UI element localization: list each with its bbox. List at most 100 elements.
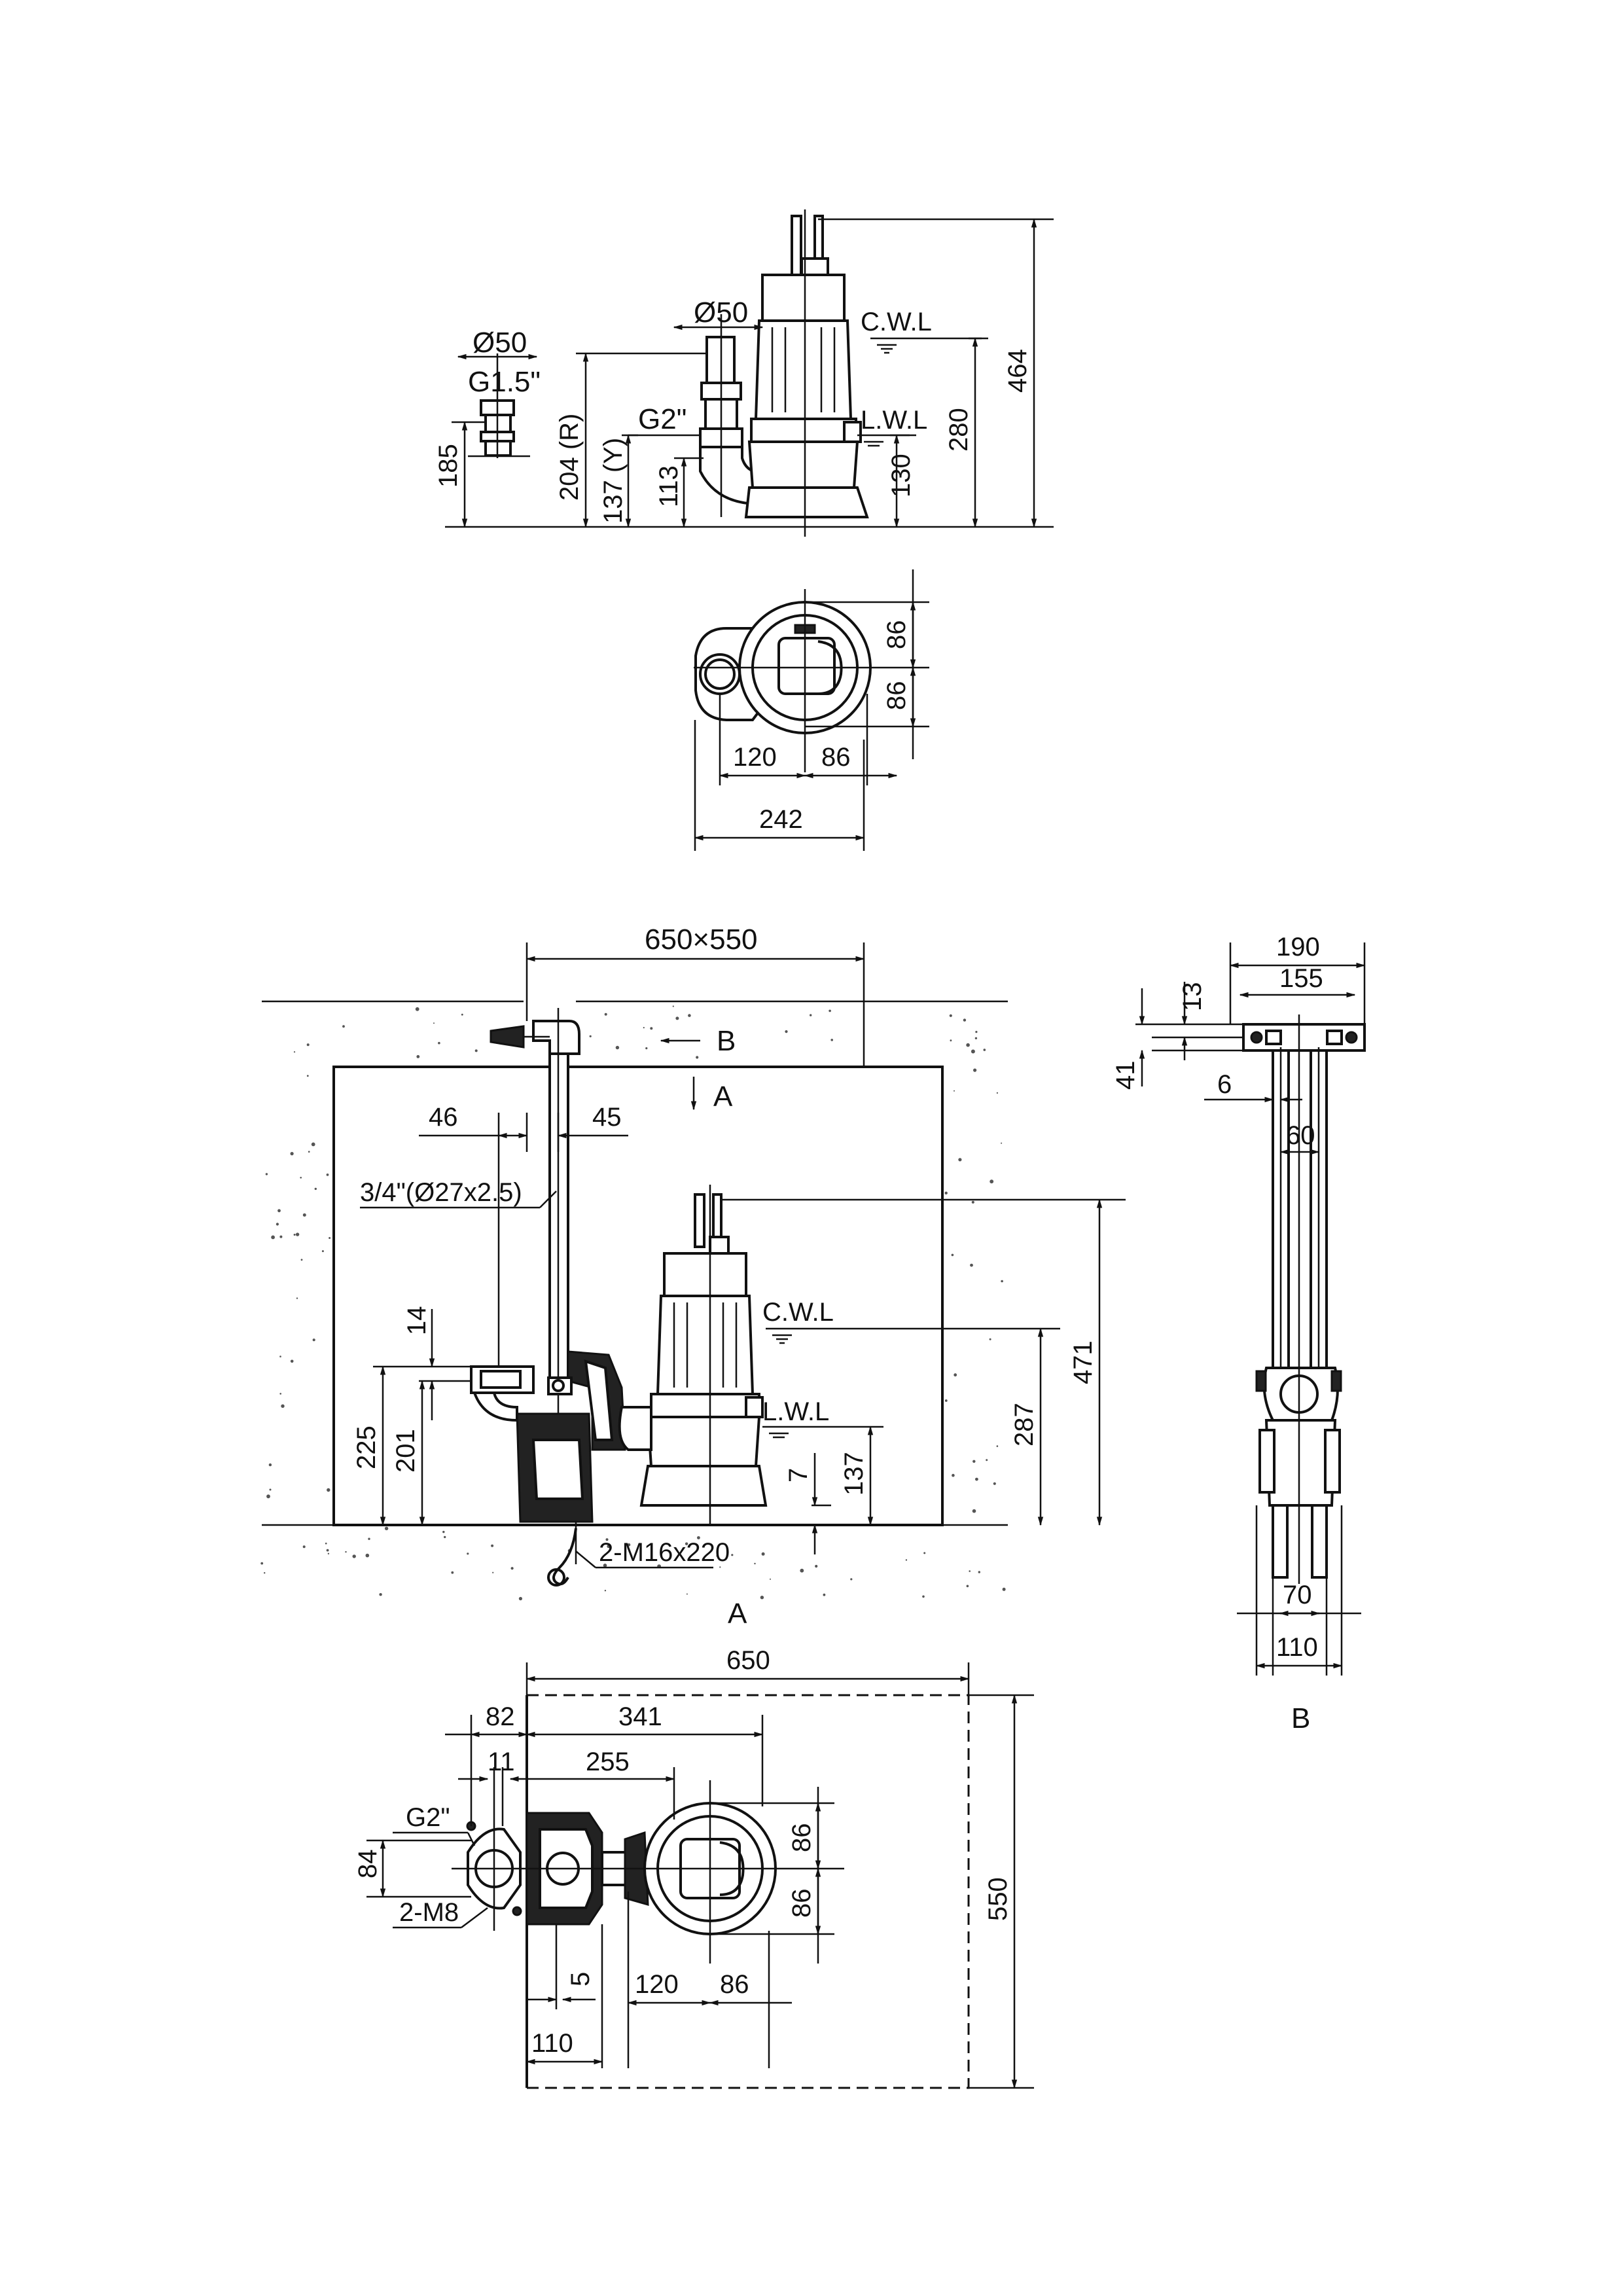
concrete-speckle <box>260 1562 264 1565</box>
concrete-speckle <box>688 1014 691 1017</box>
concrete-speckle <box>296 1297 298 1299</box>
concrete-speckle <box>302 1213 306 1217</box>
cwl-label-top: C.W.L <box>861 308 932 336</box>
concrete-speckle <box>970 1263 973 1267</box>
view-b: 190 155 13 41 6 60 70 110 <box>1111 933 1366 1734</box>
concrete-speckle <box>492 1571 494 1573</box>
dim-large-120: 120 <box>635 1970 679 1999</box>
concrete-speckle <box>672 1005 674 1007</box>
view-b-arrow-label: B <box>717 1025 736 1057</box>
dim-large-86b: 86 <box>787 1889 816 1918</box>
dim-13: 13 <box>1178 982 1207 1012</box>
concrete-speckle <box>810 1014 812 1016</box>
lwl-label-section: L.W.L <box>762 1397 829 1426</box>
dim-82: 82 <box>486 1702 515 1731</box>
concrete-speckle <box>966 1043 970 1047</box>
concrete-speckle <box>268 1463 272 1467</box>
dim-small-242: 242 <box>759 805 803 834</box>
dim-650: 650 <box>726 1646 770 1675</box>
concrete-speckle <box>650 1027 653 1030</box>
concrete-speckle <box>770 1578 771 1580</box>
concrete-speckle <box>589 1035 592 1037</box>
concrete-speckle <box>696 1056 699 1059</box>
discharge-pipe <box>699 314 760 517</box>
installation-section-view: C.W.L L.W.L 650×550 B A 46 45 3/ <box>260 924 1126 1630</box>
g15-fitting <box>468 353 530 458</box>
concrete-speckle <box>800 1568 804 1573</box>
m8-spec-label: 2-M8 <box>399 1898 459 1927</box>
concrete-speckle <box>990 1179 994 1184</box>
large-plan-dimensions: 650 82 341 11 255 G2" 84 2-M8 <box>353 1646 1034 2089</box>
concrete-speckle <box>293 1234 296 1236</box>
concrete-speckle <box>279 1393 282 1395</box>
concrete-speckle <box>974 1037 978 1040</box>
dim-small-86a: 86 <box>882 620 911 650</box>
concrete-speckle <box>474 1049 478 1052</box>
concrete-speckle <box>830 1039 833 1041</box>
cwl-label-section: C.W.L <box>762 1298 834 1327</box>
concrete-speckle <box>518 1596 523 1601</box>
concrete-speckle <box>963 1018 967 1022</box>
concrete-speckle <box>444 1535 446 1539</box>
concrete-speckle <box>438 1041 440 1045</box>
dim-41: 41 <box>1111 1061 1140 1090</box>
dim-137: 137 <box>840 1452 868 1496</box>
dim-large-86a: 86 <box>787 1823 816 1853</box>
concrete-speckle <box>716 1555 718 1557</box>
concrete-speckle <box>451 1571 454 1574</box>
concrete-speckle <box>327 1488 330 1492</box>
concrete-speckle <box>384 1526 389 1530</box>
concrete-speckle <box>312 1338 315 1342</box>
lwl-mark-section: L.W.L <box>762 1397 883 1439</box>
concrete-speckle <box>1002 1587 1006 1591</box>
concrete-speckle <box>491 1544 494 1547</box>
concrete-speckle <box>1001 1280 1003 1283</box>
dim-190: 190 <box>1276 933 1320 961</box>
dim-11: 11 <box>488 1748 515 1776</box>
concrete-speckle <box>276 1223 279 1226</box>
auto-coupling-base <box>470 1350 626 1587</box>
concrete-speckle <box>300 1177 302 1179</box>
concrete-speckle <box>269 1488 272 1491</box>
dim-464: 464 <box>1003 349 1032 393</box>
concrete-speckle <box>416 1055 420 1058</box>
concrete-speckle <box>311 1142 315 1147</box>
concrete-speckle <box>951 1253 954 1257</box>
concrete-speckle <box>645 1047 648 1050</box>
concrete-speckle <box>615 1045 620 1050</box>
dim-pit: 650×550 <box>645 924 758 956</box>
concrete-speckle <box>314 1187 317 1191</box>
concrete-speckle <box>969 1570 971 1572</box>
top-elevation-view: C.W.L L.W.L Ø50 G1.5" Ø50 G2" 464 <box>434 209 1054 537</box>
concrete-speckle <box>972 1460 976 1463</box>
small-plan-dimensions: 86 86 120 86 242 <box>694 569 929 851</box>
concrete-speckle <box>731 1554 734 1556</box>
concrete-speckle <box>345 1551 347 1553</box>
dim-7: 7 <box>784 1468 813 1482</box>
concrete-speckle <box>923 1552 926 1554</box>
concrete-speckle <box>829 1009 831 1013</box>
concrete-speckle <box>329 1237 331 1239</box>
concrete-speckle <box>281 1404 285 1408</box>
concrete-speckle <box>342 1025 345 1028</box>
concrete-speckle <box>442 1530 445 1534</box>
dim-130: 130 <box>887 454 916 497</box>
concrete-speckle <box>966 1585 969 1588</box>
dim-large-86: 86 <box>720 1970 749 1999</box>
concrete-speckle <box>461 1013 463 1016</box>
concrete-speckle <box>986 1459 988 1462</box>
concrete-speckle <box>686 1593 688 1595</box>
concrete-speckle <box>975 1031 978 1033</box>
dim-137y: 137 (Y) <box>599 438 628 524</box>
concrete-speckle <box>293 1051 296 1053</box>
concrete-speckle <box>603 1564 607 1568</box>
concrete-speckle <box>271 1235 275 1240</box>
concrete-speckle <box>605 1538 609 1541</box>
lwl-mark-top: L.W.L <box>857 406 927 447</box>
concrete-speckle <box>815 1564 818 1568</box>
dim-113: 113 <box>654 465 683 507</box>
concrete-speckle <box>295 1232 300 1236</box>
dim-185: 185 <box>434 444 463 488</box>
dim-471: 471 <box>1069 1340 1097 1384</box>
